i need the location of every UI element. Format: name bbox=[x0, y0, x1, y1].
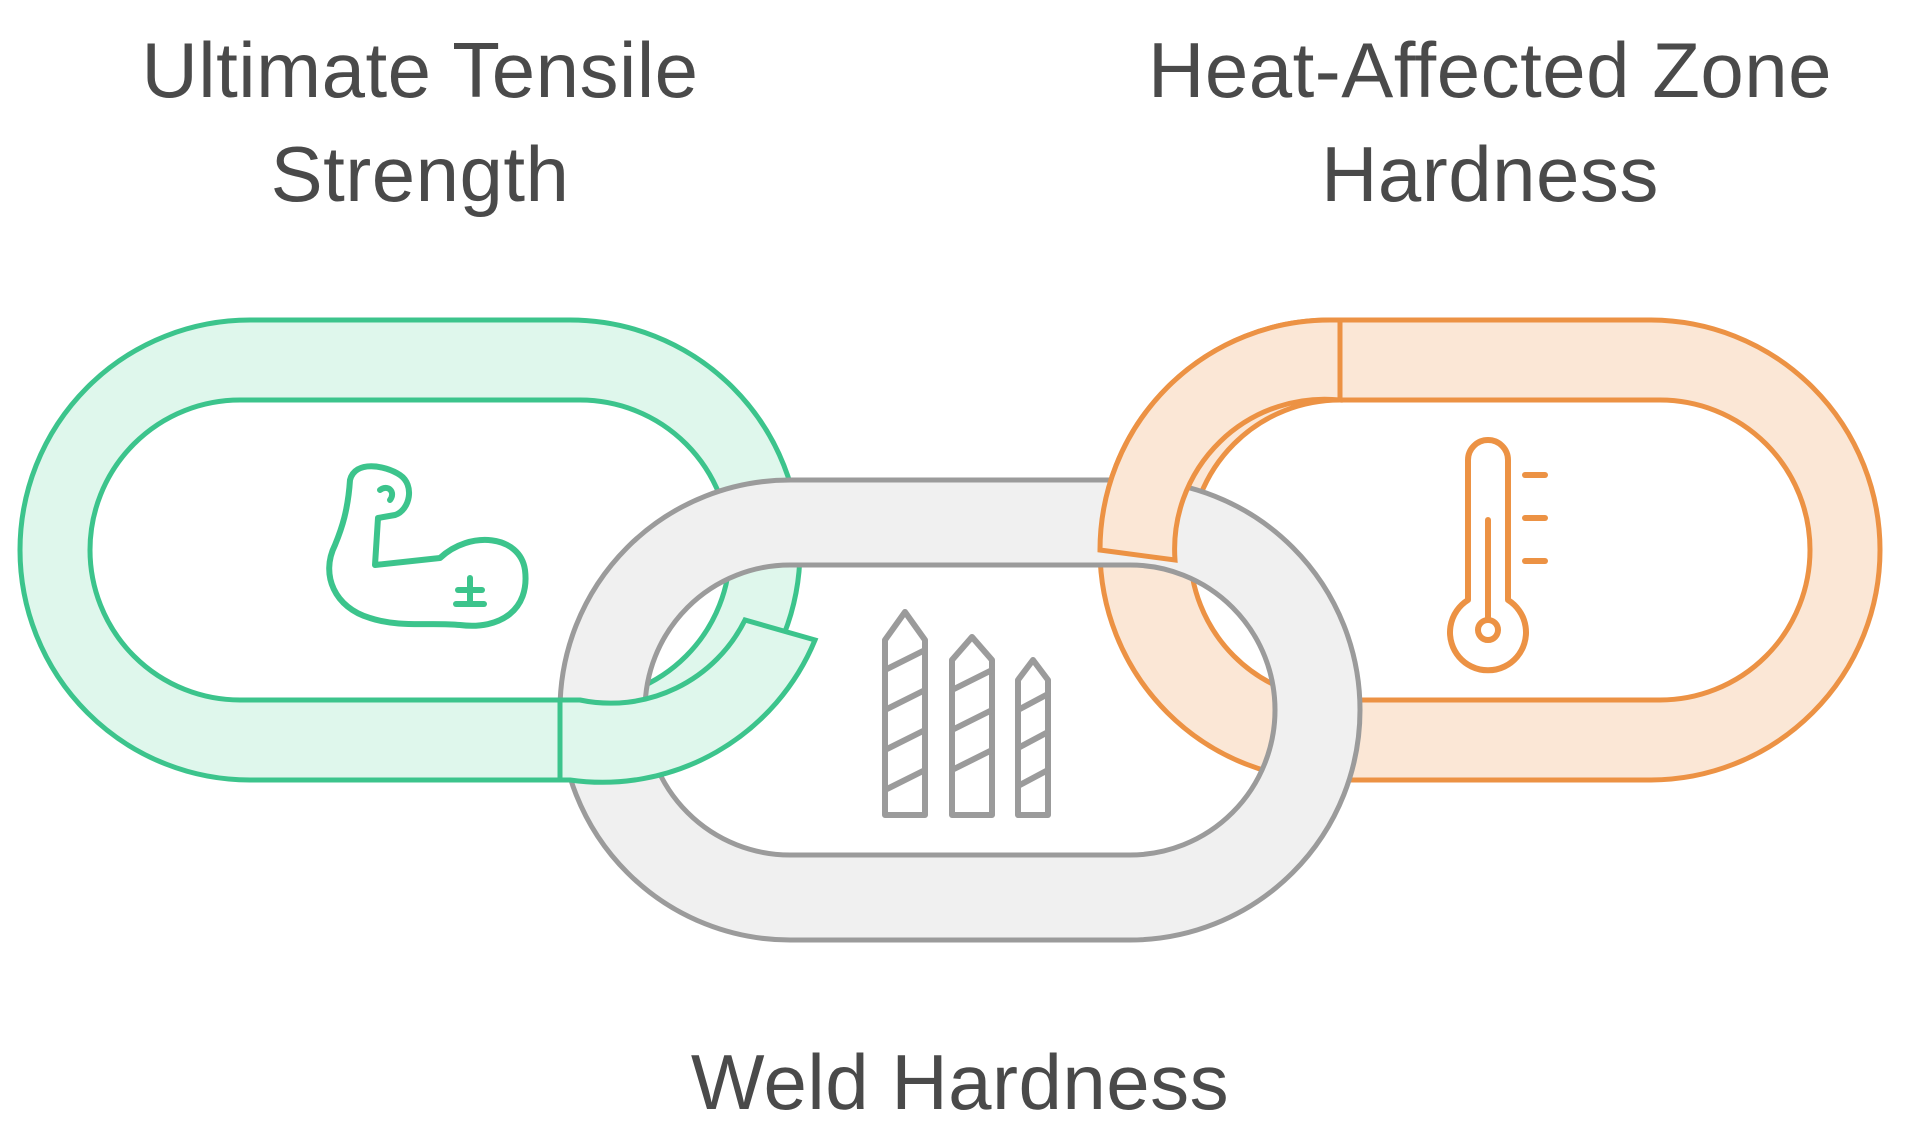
orange-link-front-segment bbox=[1097, 317, 1343, 563]
drill-bits-icon bbox=[882, 609, 1051, 818]
thermometer-icon bbox=[1447, 437, 1548, 674]
label-line: Weld Hardness bbox=[690, 1038, 1230, 1126]
flexed-arm-icon bbox=[326, 463, 529, 629]
gray-chain-link bbox=[557, 477, 1363, 943]
label-line: Ultimate Tensile bbox=[141, 26, 699, 114]
label-ultimate-tensile-strength: Ultimate Tensile Strength bbox=[30, 18, 810, 226]
label-line: Strength bbox=[270, 130, 570, 218]
label-heat-affected-zone-hardness: Heat-Affected Zone Hardness bbox=[1080, 18, 1900, 226]
label-line: Heat-Affected Zone bbox=[1148, 26, 1832, 114]
label-line: Hardness bbox=[1321, 130, 1659, 218]
label-weld-hardness: Weld Hardness bbox=[560, 1030, 1360, 1134]
green-link-front-segment bbox=[557, 617, 819, 785]
